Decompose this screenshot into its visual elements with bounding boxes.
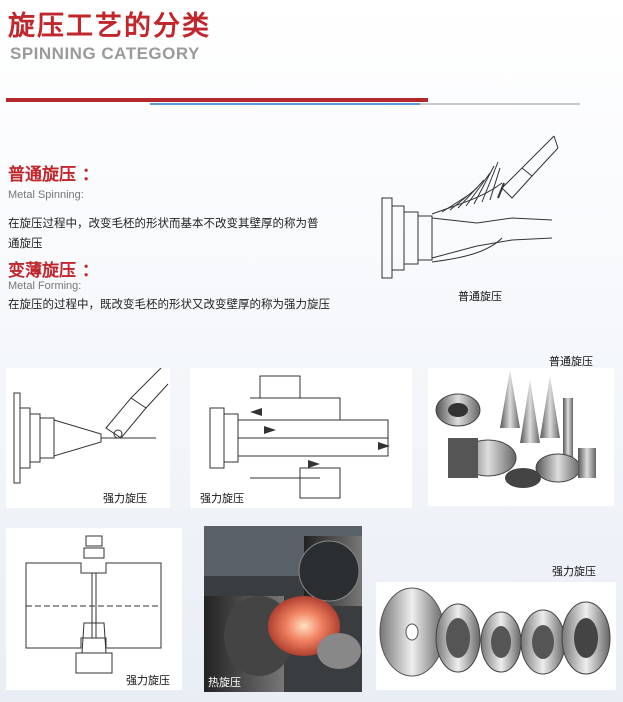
caption-top-diagram: 普通旋压 (458, 290, 502, 303)
caption-diagram-c: 强力旋压 (126, 674, 170, 687)
caption-diagram-b: 强力旋压 (200, 492, 244, 505)
photo-conventional-spun-parts (428, 368, 614, 506)
header-divider-red (6, 98, 428, 102)
header-divider-gray (420, 103, 580, 105)
diagram-shear-spinning-a: 强力旋压 (6, 368, 170, 508)
section-text-metal-spinning-line1: 在旋压过程中，改变毛柸的形状而基本不改变其壁厚的称为普 (8, 216, 319, 230)
section-text-metal-spinning-line2: 通旋压 (8, 236, 43, 250)
section-title-metal-spinning: 普通旋压 ： (8, 165, 99, 185)
section-subtitle-metal-forming: Metal Forming: (8, 280, 82, 292)
page-subtitle: SPINNING CATEGORY (10, 44, 200, 63)
page-title: 旋压工艺的分类 (8, 11, 211, 42)
section-text-metal-forming: 在旋压的过程中，既改变毛柸的形状又改变壁厚的称为强力旋压 (8, 297, 330, 311)
caption-photo-parts: 普通旋压 (549, 355, 593, 368)
diagram-shear-spinning-b: 强力旋压 (190, 368, 412, 508)
header-divider-blue (150, 103, 475, 105)
caption-diagram-a: 强力旋压 (103, 492, 147, 505)
caption-hot-spinning: 热旋压 (208, 676, 241, 689)
section-subtitle-metal-spinning: Metal Spinning: (8, 189, 84, 201)
photo-hot-spinning: 热旋压 (204, 526, 362, 692)
photo-shear-spun-wheels (376, 582, 616, 690)
diagram-conventional-spinning (372, 128, 562, 306)
caption-photo-wheels: 强力旋压 (552, 565, 596, 578)
section-title-metal-forming: 变薄旋压 ： (8, 261, 99, 281)
diagram-shear-spinning-c: 强力旋压 (6, 528, 182, 690)
